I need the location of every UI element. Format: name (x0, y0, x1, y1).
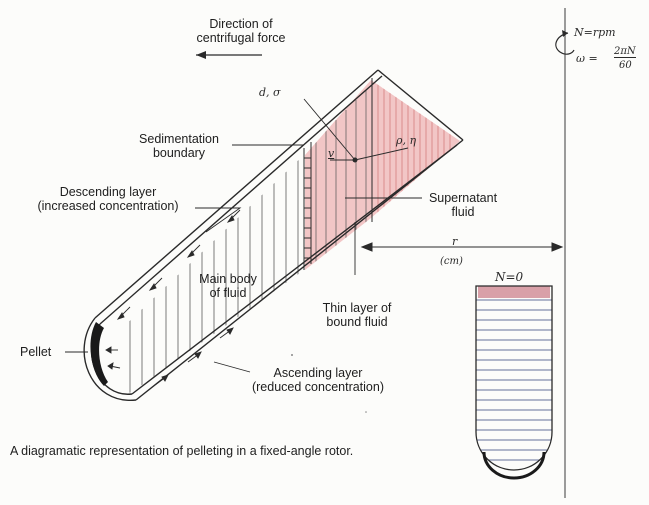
omega-denominator: 60 (619, 60, 632, 71)
supernatant-label: Supernatant fluid (418, 191, 508, 219)
centrifugal-force-arrow (196, 51, 262, 59)
pellet-label: Pellet (20, 345, 52, 359)
ascending-arrows (105, 327, 234, 386)
descending-label-line2: (increased concentration) (37, 199, 179, 213)
main-body-label-line1: Main body (199, 272, 257, 286)
descending-label-line1: Descending layer (59, 185, 157, 199)
omega-numerator: 2πN (614, 46, 636, 58)
n-rpm-label: N=rpm (574, 26, 616, 39)
leader-lines (65, 98, 422, 373)
sedimentation-boundary (303, 142, 312, 270)
rotation-arrow-icon (555, 32, 575, 55)
thin-layer-label: Thin layer of bound fluid (312, 301, 402, 329)
v-label: v (328, 147, 335, 160)
sedimentation-boundary-label: Sedimentation boundary (124, 132, 234, 160)
radius-dimension (360, 242, 564, 252)
specks (291, 354, 367, 413)
direction-label-line2: centrifugal force (196, 31, 286, 45)
sedimentation-label-line2: boundary (152, 146, 206, 160)
supernatant-label-line2: fluid (451, 205, 475, 219)
main-body-label-line2: of fluid (209, 286, 247, 300)
pellet (90, 322, 108, 386)
thin-layer-label-line1: Thin layer of (322, 301, 392, 315)
ascending-layer-label: Ascending layer (reduced concentration) (228, 366, 408, 394)
direction-label-line1: Direction of (209, 17, 273, 31)
particle-dot (352, 157, 358, 163)
n-zero-label: N=0 (495, 270, 524, 284)
d-sigma-label: d, σ (259, 86, 281, 99)
main-body-label: Main body of fluid (188, 272, 268, 300)
thin-layer-label-line2: bound fluid (326, 315, 388, 329)
supernatant-clear-hatch (315, 90, 367, 265)
direction-label: Direction of centrifugal force (186, 17, 296, 45)
descending-arrows (116, 209, 241, 320)
figure-caption: A diagramatic representation of pelletin… (10, 444, 354, 458)
sedimentation-label-line1: Sedimentation (139, 132, 219, 146)
cm-label: (cm) (440, 256, 463, 267)
rho-eta-label: ρ, η (396, 134, 417, 147)
ascending-label-line2: (reduced concentration) (251, 380, 385, 394)
ascending-label-line1: Ascending layer (273, 366, 363, 380)
upright-tube (475, 285, 553, 480)
omega-label: ω = (576, 52, 598, 65)
supernatant-label-line1: Supernatant (428, 191, 498, 205)
tube-outline (83, 69, 464, 401)
r-label: r (452, 235, 458, 248)
descending-layer-label: Descending layer (increased concentratio… (18, 185, 198, 213)
